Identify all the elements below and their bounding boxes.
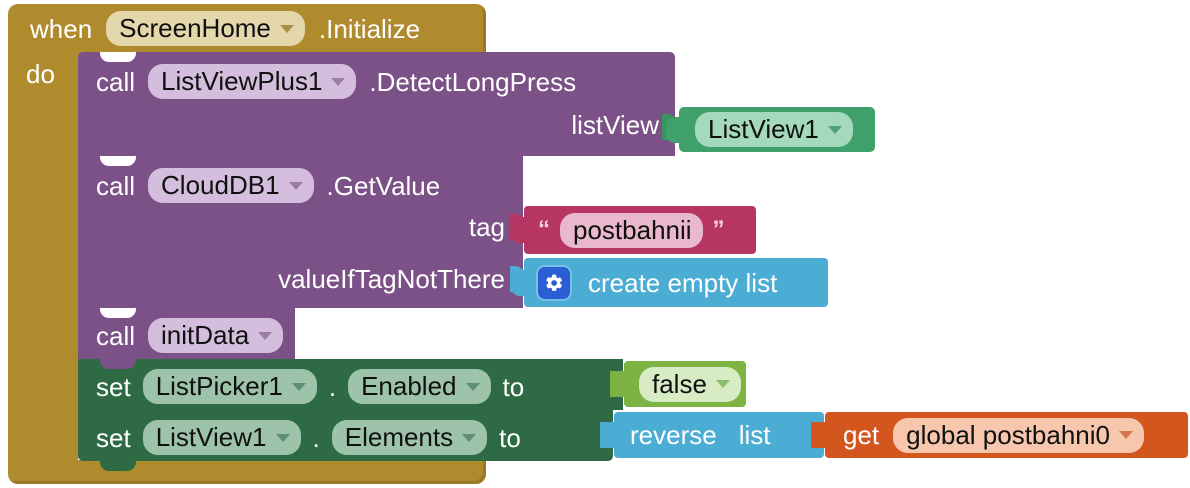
statement-call-listviewplus1-detectlongpress[interactable]: call ListViewPlus1 .DetectLongPress list… [78,52,676,156]
chevron-down-icon [288,181,303,190]
event-block-header: when ScreenHome .Initialize [30,11,420,46]
param-label-listview: listView [571,110,659,140]
component-dropdown-listpicker1[interactable]: ListPicker1 [142,369,317,404]
dot-separator: . [312,422,320,453]
value-plug [812,422,826,448]
param-label-tag: tag [468,212,505,242]
value-block-variable-getter[interactable]: get global postbahni0 [812,412,1188,458]
call-keyword: call [96,66,136,97]
param-label-valueiftagnotthere: valueIfTagNotThere [278,264,505,294]
chevron-down-icon [258,331,273,340]
block-top-notch [100,52,136,62]
statement-call-procedure-initdata[interactable]: call initData [78,308,295,359]
set-keyword: set [96,422,131,453]
value-block-component-getter-listview1[interactable]: ListView1 [666,107,875,152]
value-plug [611,371,625,397]
procedure-dropdown-initdata[interactable]: initData [148,318,284,353]
statement-call-clouddb1-getvalue[interactable]: call CloudDB1 .GetValue tag valueIfTagNo… [78,156,524,308]
call-keyword: call [96,170,136,201]
text-value: postbahnii [573,214,692,245]
dot-separator: . [328,371,337,402]
component-label: ListView1 [155,422,267,452]
component-label: ListView1 [708,114,819,144]
value-plug [511,269,525,296]
open-quote-glyph: “ [538,216,550,243]
component-dropdown-listview1[interactable]: ListView1 [142,420,301,455]
value-block-reverse-list[interactable]: reverse list [601,412,825,458]
call-keyword: call [96,320,136,351]
set-keyword: set [96,371,131,402]
value-plug [601,422,615,448]
method-name-label: .DetectLongPress [369,66,577,97]
logic-label: false [652,368,707,399]
component-label: ListViewPlus1 [161,66,323,96]
create-empty-list-label: create empty list [588,267,778,298]
block-top-notch [100,156,136,166]
variable-dropdown-global-postbahni0[interactable]: global postbahni0 [893,417,1144,453]
reverse-label: reverse [630,420,717,450]
chevron-down-icon [291,382,306,391]
method-name-label: .GetValue [326,170,441,201]
component-dropdown-clouddb1[interactable]: CloudDB1 [148,168,314,203]
to-keyword: to [499,422,521,453]
text-input-field[interactable]: postbahnii [560,212,703,248]
block-top-notch [100,308,136,318]
property-dropdown-enabled[interactable]: Enabled [348,369,491,404]
block-bottom-notch [100,461,136,471]
block-top-notch [100,359,136,369]
component-dropdown-listviewplus1[interactable]: ListViewPlus1 [148,64,357,99]
value-block-text-postbahnii[interactable]: “ postbahnii ” [511,206,756,254]
chevron-down-icon [827,125,842,134]
property-label: Enabled [361,371,457,401]
property-label: Elements [344,422,454,452]
component-label: CloudDB1 [161,170,280,200]
to-keyword: to [502,371,525,402]
screen-component-label: ScreenHome [119,13,271,43]
chevron-down-icon [275,433,290,442]
variable-label: global postbahni0 [906,419,1110,450]
procedure-label: initData [161,320,250,350]
component-dropdown-listview1[interactable]: ListView1 [695,112,853,147]
screen-component-dropdown[interactable]: ScreenHome [106,11,305,46]
when-keyword: when [30,13,93,44]
statement-set-listview1-elements[interactable]: set ListView1 . Elements to [78,410,614,471]
value-plug [511,217,525,243]
value-block-logic-false[interactable]: false [611,361,746,407]
logic-dropdown-false[interactable]: false [639,366,741,402]
chevron-down-icon [1119,431,1133,439]
value-plug [666,116,680,143]
value-block-create-empty-list[interactable]: create empty list [511,258,828,307]
event-name-label: .Initialize [318,13,421,44]
chevron-down-icon [331,77,346,86]
property-dropdown-elements[interactable]: Elements [331,420,488,455]
gear-icon[interactable] [538,266,570,299]
chevron-down-icon [462,433,477,442]
chevron-down-icon [715,380,730,388]
block-top-notch [100,410,136,420]
do-keyword: do [26,59,55,89]
get-keyword: get [843,420,880,450]
statement-set-listpicker1-enabled[interactable]: set ListPicker1 . Enabled to [78,359,624,410]
component-label: ListPicker1 [155,371,283,401]
chevron-down-icon [279,24,294,33]
list-label: list [738,420,771,450]
close-quote-glyph: ” [712,216,725,243]
chevron-down-icon [465,382,480,391]
